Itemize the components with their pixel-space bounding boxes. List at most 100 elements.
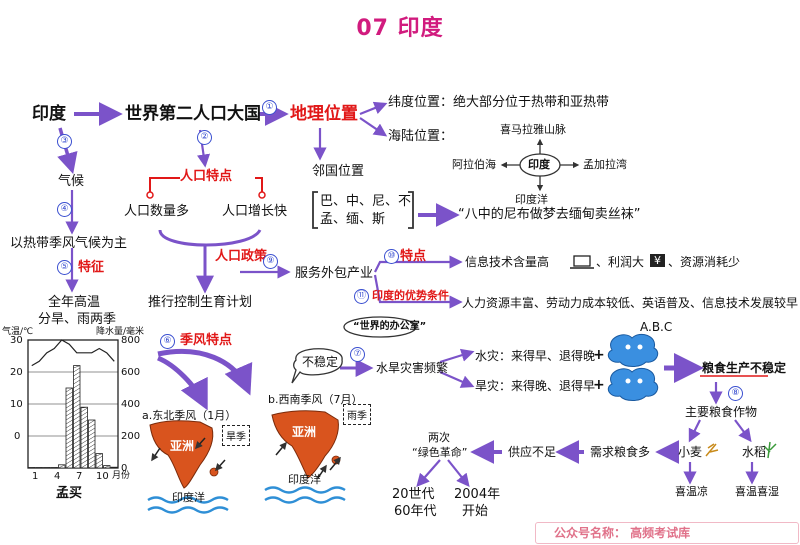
month-tick-1: 1 [32,471,39,482]
precip-hatch [73,403,81,409]
step-8: ⑧ [728,386,743,401]
monsoon-b-label: b.西南季风（7月） [268,393,363,406]
precip-hatch [65,427,73,433]
climate-chart [27,339,119,469]
feature-label: 特征 [78,260,105,275]
flood-text: 水灾：来得早、退得晚 [475,349,596,363]
precip-hatch [65,395,73,401]
left-tick-0: 0 [14,431,21,442]
precip-hatch [65,435,73,441]
precip-hatch [88,435,96,441]
india-node: 印度 [32,104,66,124]
precip-hatch [73,387,81,393]
map-b-asia: 亚洲 [292,425,317,439]
precip-hatch [95,459,103,465]
rice-condition: 喜温喜湿 [735,485,779,498]
right-tick-200: 200 [121,431,141,442]
precip-hatch [73,375,81,381]
month-tick-7: 7 [76,471,83,482]
precip-hatch [88,459,96,465]
rice-label: 水稻 [742,445,767,459]
svc-feature-text-3: 、资源消耗少 [668,255,741,269]
precip-hatch [73,447,81,453]
month-unit: 月份 [112,471,131,481]
map-sw-monsoon [264,410,346,504]
precip-hatch [73,435,81,441]
precip-hatch [65,431,73,437]
green-revolution-2: “绿色革命” [412,446,468,459]
precip-hatch [80,415,88,421]
precip-hatch [80,459,88,465]
precip-hatch [73,431,81,437]
precip-hatch [73,455,81,461]
map-ne-monsoon [147,420,229,514]
precip-hatch [80,427,88,433]
precip-hatch [88,451,96,457]
precip-hatch [65,411,73,417]
map-b-ocean: 印度洋 [288,473,321,486]
precip-hatch [80,451,88,457]
precip-hatch [73,391,81,397]
climate-main: 以热带季风气候为主 [10,236,128,251]
watermark-text: 公众号名称： 高频考试库 [554,526,691,540]
precip-bar-7 [73,365,81,469]
precip-hatch [65,447,73,453]
main-crops: 主要粮食作物 [685,405,758,419]
year-1960s-b: 60年代 [394,504,437,519]
precip-hatch [73,451,81,457]
precip-hatch [95,455,103,461]
dry-season-tag: 旱季 [222,425,250,446]
birth-control: 推行控制生育计划 [148,295,253,310]
precip-hatch [73,443,81,449]
page-title: 07 印度 [356,16,444,41]
left-tick-10: 10 [10,399,23,410]
precip-hatch [73,399,81,405]
precip-hatch [80,443,88,449]
yen-icon: ¥ [650,254,665,267]
precip-hatch [73,395,81,401]
precip-hatch [88,443,96,449]
precip-hatch [88,431,96,437]
precip-hatch [65,407,73,413]
precip-hatch [80,419,88,425]
temperature-line [31,339,115,367]
advantage-label: 印度的优势条件 [372,289,449,302]
precip-hatch [65,439,73,445]
rain-clouds [607,333,659,401]
arabian-label: 阿拉伯海 [452,158,496,171]
latitude-text: 纬度位置：绝大部分位于热带和亚热带 [388,95,610,110]
precip-hatch [73,365,81,369]
precip-hatch [110,466,118,469]
precip-hatch [80,447,88,453]
precip-hatch [103,465,111,469]
precip-hatch [73,367,81,373]
neighbors-line-2: 孟、缅、斯 [320,212,386,227]
step-6: ⑥ [160,334,175,349]
svc-feature-label: 特点 [400,249,427,264]
flood-plus: + [593,347,605,363]
precip-hatch [65,459,73,465]
drought-plus: + [593,377,605,393]
grain-unstable: 粮食生产不稳定 [702,361,787,375]
precip-hatch [65,387,73,393]
precip-bar-6 [65,387,73,469]
geo-node: 地理位置 [290,104,358,124]
need-more: 需求粮食多 [590,445,651,459]
precip-hatch [73,423,81,429]
pop-feature-label: 人口特点 [180,169,233,184]
svc-feature-text-2: 、利润大 [596,255,645,269]
outsourcing-node: 服务外包产业 [295,266,374,281]
svc-feature-text-1: 信息技术含量高 [465,255,550,269]
hot-line-2: 分旱、雨两季 [38,312,117,327]
precip-hatch [73,463,81,469]
precip-hatch [65,463,73,469]
step-9: ⑨ [263,254,278,269]
green-revolution-1: 两次 [428,431,450,444]
right-tick-0: 0 [121,463,128,474]
precip-hatch [80,455,88,461]
wheat-label: 小麦 [678,445,703,459]
precip-hatch [65,443,73,449]
himalaya-label: 喜马拉雅山脉 [500,123,566,136]
step-10: ⑩ [384,249,399,264]
pop-rank-node: 世界第二人口大国 [125,104,261,124]
